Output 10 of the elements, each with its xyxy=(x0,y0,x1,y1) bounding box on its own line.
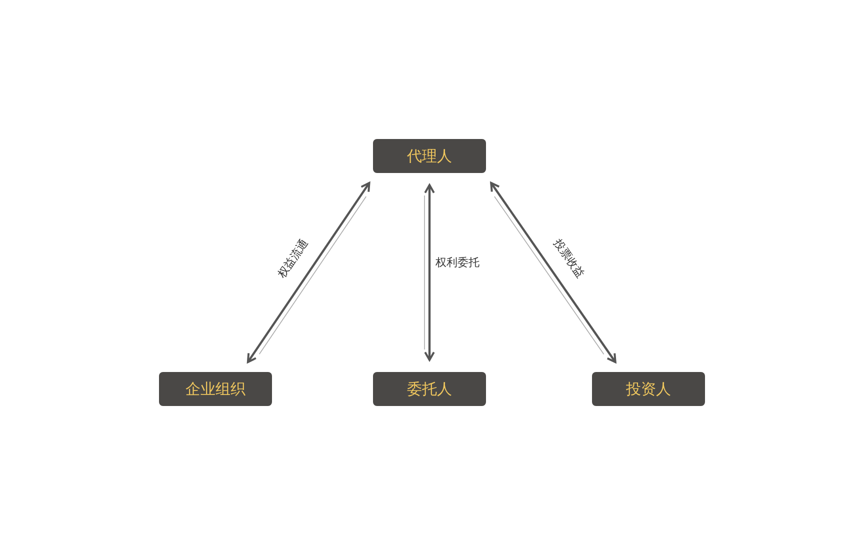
double-arrow xyxy=(246,182,370,364)
role-box: 委托人 xyxy=(373,372,486,406)
double-arrow xyxy=(490,182,616,364)
role-box: 代理人 xyxy=(373,139,486,173)
double-arrow xyxy=(424,184,435,361)
edge-label: 权利委托 xyxy=(436,255,480,270)
role-box: 投资人 xyxy=(592,372,705,406)
edge-label: 投票收益 xyxy=(550,236,588,281)
edge-label: 权益流通 xyxy=(274,236,312,281)
role-box: 企业组织 xyxy=(159,372,272,406)
